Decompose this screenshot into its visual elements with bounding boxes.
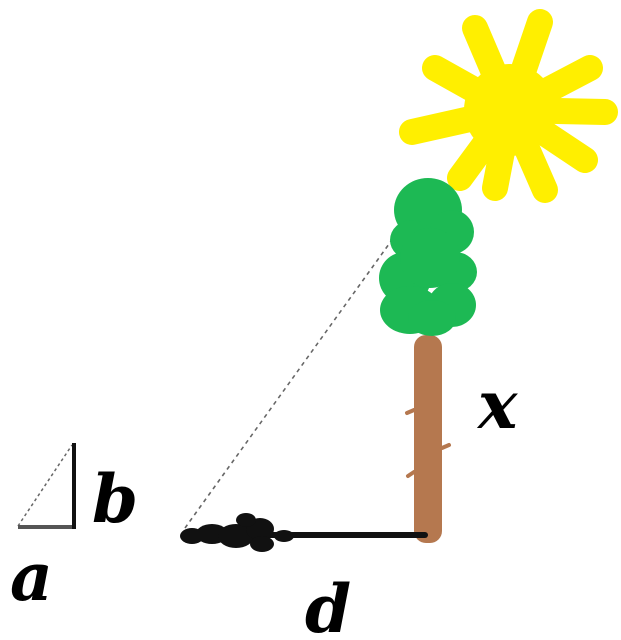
label-d: d [305,570,351,640]
sun-icon [399,9,618,203]
reference-hypotenuse [17,444,73,527]
tree-icon [379,178,477,543]
label-b: b [92,460,138,538]
sight-line [184,211,413,529]
tree-foliage [379,178,477,336]
tree-trunk [405,335,451,543]
label-x: x [476,366,518,444]
reference-triangle [17,443,76,529]
label-a: a [10,538,53,616]
shadow-icon [180,513,428,552]
